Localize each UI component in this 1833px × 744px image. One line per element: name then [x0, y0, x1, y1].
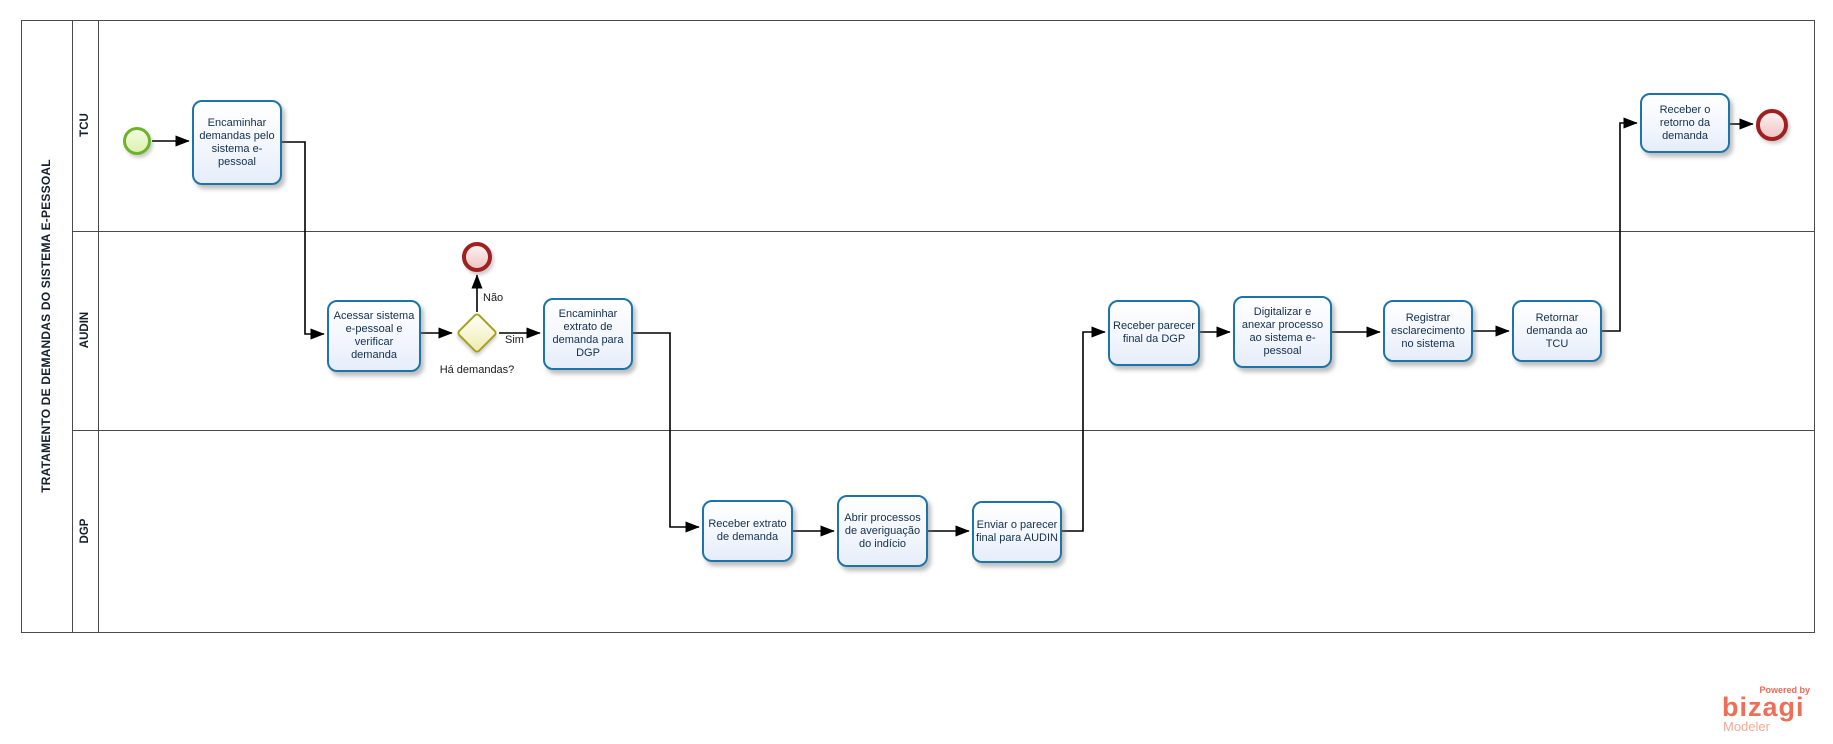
bizagi-logo: Powered by bizagi Modeler [1722, 685, 1810, 734]
task-label: Retornar demanda ao TCU [1526, 311, 1588, 350]
task-encaminhar-demandas-sistema[interactable]: Encaminhar demandas pelo sistema e-pesso… [192, 100, 282, 185]
task-label: Registrar esclarecimento no sistema [1391, 311, 1465, 350]
pool-title: TRATAMENTO DE DEMANDAS DO SISTEMA E-PESS… [39, 159, 53, 493]
end-event-final[interactable] [1756, 109, 1788, 141]
gateway-question-label: Há demandas? [439, 364, 515, 376]
pool-title-separator [72, 20, 73, 632]
task-label: Receber o retorno da demanda [1659, 103, 1711, 142]
task-enviar-parecer-audin[interactable]: Enviar o parecer final para AUDIN [972, 501, 1062, 563]
lane-divider-tcu-audin [72, 231, 1814, 232]
flow-label-nao: Não [483, 292, 504, 304]
task-encaminhar-extrato-dgp[interactable]: Encaminhar extrato de demanda para DGP [543, 298, 633, 370]
task-label: Digitalizar e anexar processo ao sistema… [1241, 306, 1324, 357]
task-label: Acessar sistema e-pessoal e verificar de… [333, 310, 415, 361]
lane-label-separator [98, 20, 99, 632]
bizagi-wordmark: bizagi [1722, 692, 1805, 722]
powered-by-text: Powered by [1759, 685, 1810, 695]
task-abrir-processos-averiguacao[interactable]: Abrir processos de averiguação do indíci… [837, 495, 928, 567]
task-label: Abrir processos de averiguação do indíci… [844, 511, 921, 550]
task-acessar-sistema-verificar[interactable]: Acessar sistema e-pessoal e verificar de… [327, 300, 421, 372]
task-receber-retorno-demanda[interactable]: Receber o retorno da demanda [1640, 93, 1730, 153]
end-event-no-demands[interactable] [462, 242, 492, 272]
task-label: Encaminhar extrato de demanda para DGP [552, 308, 624, 359]
task-receber-extrato[interactable]: Receber extrato de demanda [702, 500, 793, 562]
task-receber-parecer-dgp[interactable]: Receber parecer final da DGP [1108, 300, 1200, 366]
lane-label-audin: AUDIN [79, 311, 91, 349]
lane-divider-audin-dgp [72, 430, 1814, 431]
task-label: Receber extrato de demanda [708, 518, 787, 543]
flow-label-sim: Sim [505, 334, 524, 346]
start-event[interactable] [123, 127, 151, 155]
modeler-text: Modeler [1723, 719, 1770, 734]
task-digitalizar-anexar-processo[interactable]: Digitalizar e anexar processo ao sistema… [1233, 296, 1332, 368]
lane-label-dgp: DGP [79, 518, 91, 544]
task-label: Receber parecer final da DGP [1113, 320, 1195, 345]
pool-border [21, 20, 1815, 633]
task-label: Enviar o parecer final para AUDIN [976, 519, 1058, 544]
task-label: Encaminhar demandas pelo sistema e-pesso… [199, 116, 275, 168]
task-retornar-demanda-tcu[interactable]: Retornar demanda ao TCU [1512, 300, 1602, 362]
lane-label-tcu: TCU [79, 113, 91, 137]
task-registrar-esclarecimento[interactable]: Registrar esclarecimento no sistema [1383, 300, 1473, 362]
